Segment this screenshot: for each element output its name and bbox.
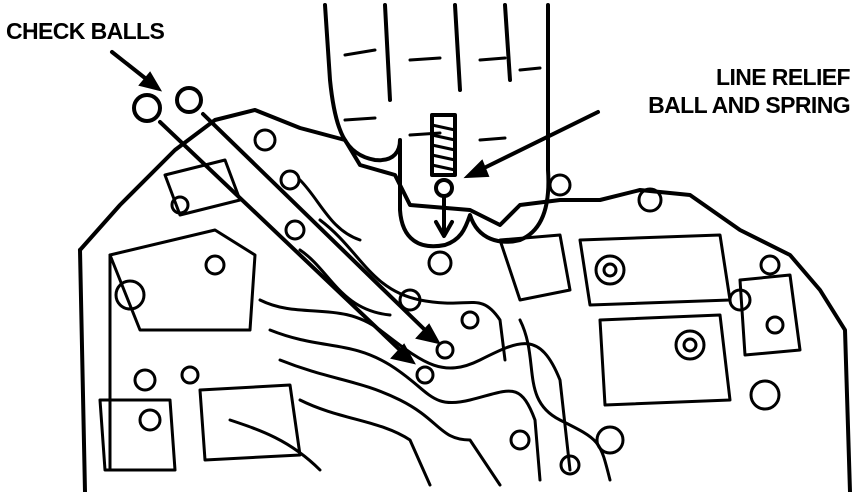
relief-drop-arrow <box>434 194 454 238</box>
check-ball-1 <box>132 93 162 123</box>
check-ball-pointer-arrow <box>110 50 163 92</box>
line-relief-label-line-1: LINE RELIEF <box>716 64 851 90</box>
hand <box>323 3 551 249</box>
line-relief-label: LINE RELIEF BALL AND SPRING <box>648 63 850 119</box>
check-ball-2 <box>175 86 203 114</box>
check-ball-1-path-arrow <box>158 120 416 365</box>
plate-holes <box>114 128 785 476</box>
relief-ball <box>434 178 454 198</box>
check-ball-2-path-arrow <box>201 112 441 345</box>
relief-spring <box>430 113 457 177</box>
check-balls-label: CHECK BALLS <box>6 18 165 44</box>
valve-body-plate <box>78 108 852 492</box>
line-relief-label-line-2: BALL AND SPRING <box>648 92 850 118</box>
line-relief-pointer-arrow <box>463 110 600 179</box>
